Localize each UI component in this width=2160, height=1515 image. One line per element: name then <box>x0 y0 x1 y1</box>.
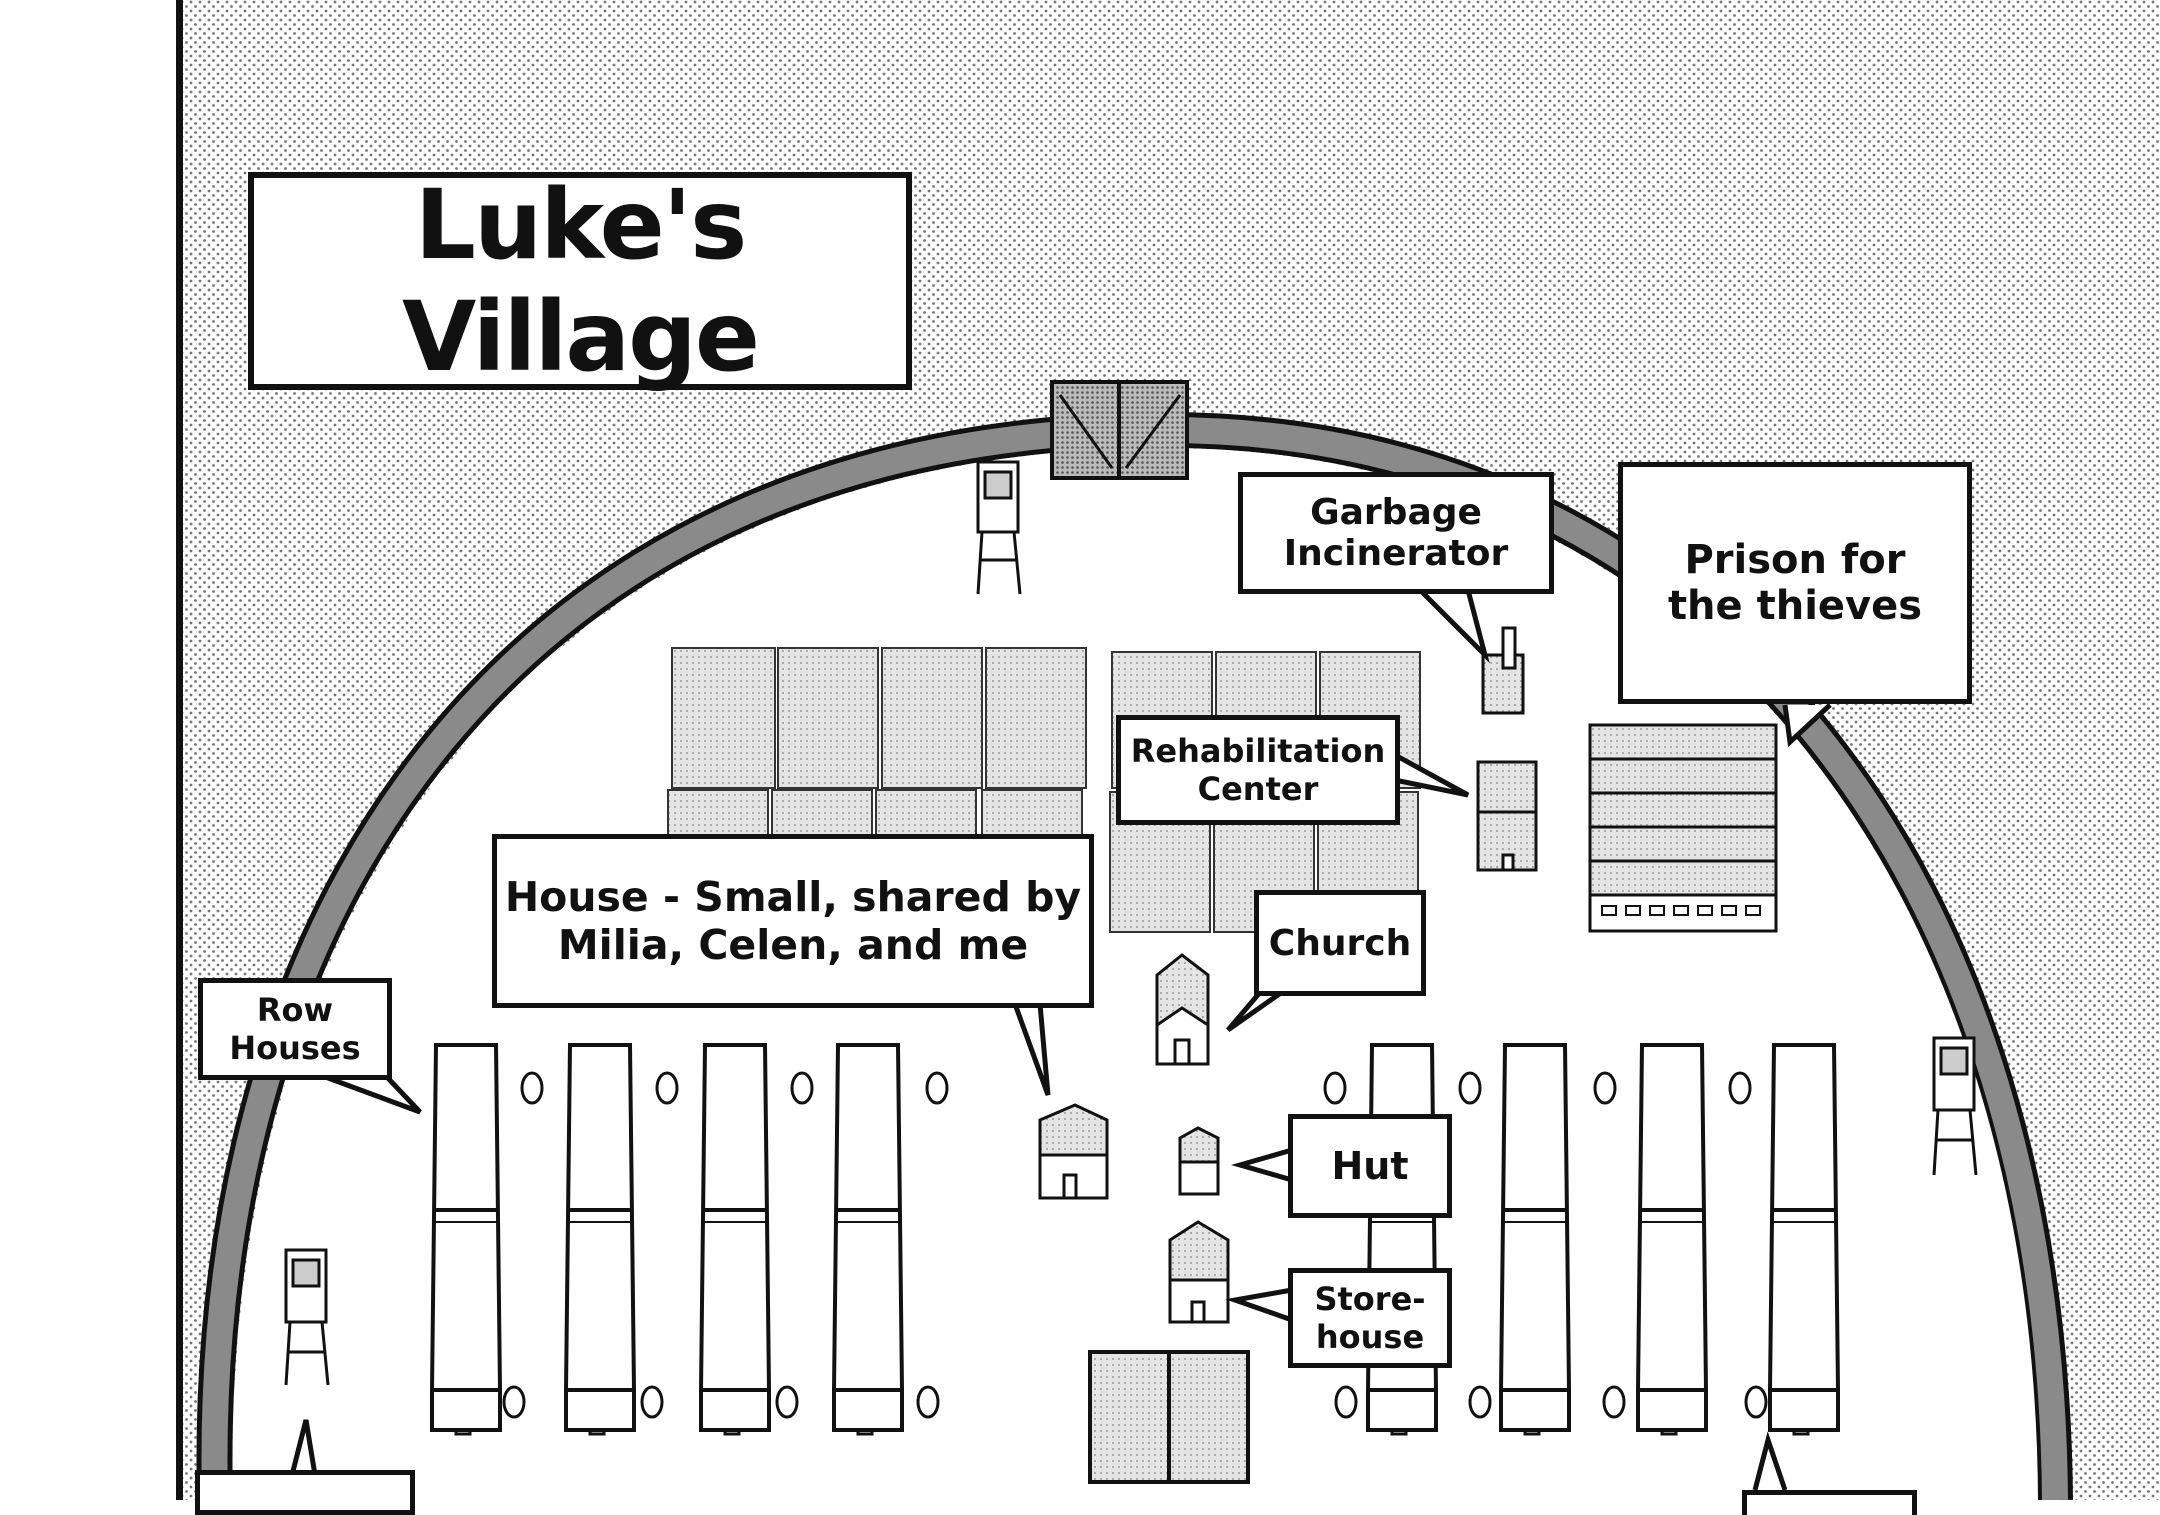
tree <box>655 1071 679 1105</box>
label-prison: Prison for the thieves <box>1618 462 1972 704</box>
tail-bottom-left <box>289 1419 318 1476</box>
row-house <box>1365 1043 1439 1436</box>
label-row-houses: Row Houses <box>198 978 392 1080</box>
tree <box>916 1385 940 1419</box>
crop-field <box>667 789 769 841</box>
hut <box>1178 1126 1220 1196</box>
prison-window <box>1649 905 1665 916</box>
map-title: Luke's Village <box>248 169 912 393</box>
bottom-left-label-box <box>195 1470 415 1515</box>
storehouse <box>1168 1220 1230 1324</box>
tail-garbage <box>1418 588 1490 664</box>
tail-row-houses <box>319 1072 422 1115</box>
watchtower-north <box>976 460 1022 595</box>
tail-storehouse <box>1225 1287 1293 1323</box>
panel-border <box>176 0 183 1500</box>
tail-church <box>1226 987 1287 1033</box>
row-house <box>1767 1043 1841 1436</box>
label-hut: Hut <box>1288 1114 1452 1218</box>
label-storehouse: Store- house <box>1288 1268 1452 1368</box>
row-house <box>1498 1043 1572 1436</box>
prison-block <box>1588 723 1778 761</box>
large-building <box>1088 1350 1250 1484</box>
crop-field <box>771 789 873 841</box>
tail-hut <box>1230 1147 1293 1183</box>
prison-window <box>1697 905 1713 916</box>
tree <box>925 1071 949 1105</box>
row-house <box>429 1043 503 1436</box>
crop-field <box>981 789 1083 841</box>
label-garbage-incinerator: Garbage Incinerator <box>1238 472 1554 594</box>
shared-house <box>1038 1103 1109 1200</box>
tree <box>1468 1385 1492 1419</box>
tree <box>1744 1385 1768 1419</box>
watchtower-east <box>1932 1036 1978 1176</box>
tree <box>1458 1071 1482 1105</box>
row-house <box>563 1043 637 1436</box>
prison-window <box>1721 905 1737 916</box>
church <box>1155 953 1210 1066</box>
tail-bottom-right <box>1752 1431 1788 1491</box>
prison-window <box>1625 905 1641 916</box>
prison-block <box>1588 757 1778 795</box>
tree <box>1728 1071 1752 1105</box>
crop-field <box>985 647 1087 789</box>
tree <box>1334 1385 1358 1419</box>
crop-field <box>875 789 977 841</box>
prison-block <box>1588 791 1778 829</box>
tree <box>502 1385 526 1419</box>
crop-field <box>671 647 776 789</box>
crop-field <box>881 647 983 789</box>
tree <box>1593 1071 1617 1105</box>
rehabilitation-center <box>1476 760 1538 872</box>
tree <box>520 1071 544 1105</box>
prison-block <box>1588 825 1778 863</box>
row-house <box>831 1043 905 1436</box>
tail-house <box>1012 1003 1051 1096</box>
prison-window <box>1601 905 1617 916</box>
label-church: Church <box>1254 890 1426 996</box>
prison <box>1588 723 1778 933</box>
label-shared-house: House - Small, shared by Milia, Celen, a… <box>492 834 1094 1008</box>
tree <box>1602 1385 1626 1419</box>
garbage-incinerator <box>1481 626 1525 715</box>
prison-block <box>1588 859 1778 897</box>
tail-prison <box>1782 703 1832 748</box>
label-tails <box>289 588 1832 1491</box>
bottom-right-label-box <box>1742 1490 1917 1515</box>
tree <box>775 1385 799 1419</box>
village-gate <box>1050 380 1189 480</box>
tree <box>1323 1071 1347 1105</box>
crop-field <box>777 647 879 789</box>
tail-rehab <box>1393 752 1470 798</box>
prison-window <box>1745 905 1761 916</box>
watchtower-west <box>284 1248 330 1386</box>
tree <box>640 1385 664 1419</box>
row-house <box>1635 1043 1709 1436</box>
tree <box>790 1071 814 1105</box>
trees <box>502 1071 1768 1419</box>
row-house <box>698 1043 772 1436</box>
label-rehabilitation-center: Rehabilitation Center <box>1116 715 1400 825</box>
prison-window <box>1673 905 1689 916</box>
